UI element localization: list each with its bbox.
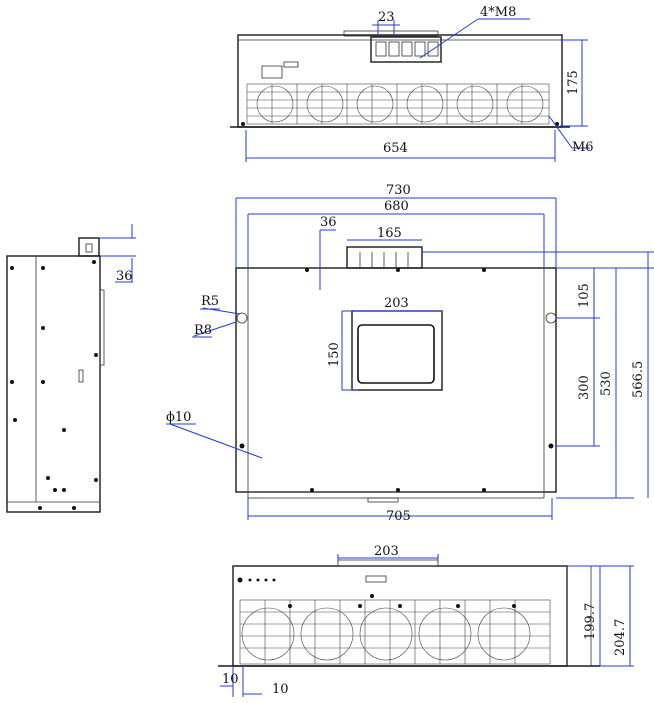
dim-side-flange: 36 <box>116 269 133 284</box>
bottom-view: 203 199.7 204.7 10 10 <box>218 544 634 697</box>
dim-base-width: 705 <box>386 509 411 524</box>
display-screen <box>351 310 443 391</box>
dim-height-a: 199.7 <box>583 603 598 640</box>
dim-screen-height: 150 <box>327 342 342 367</box>
dim-height-overall: 566.5 <box>631 361 646 398</box>
dim-top-width: 654 <box>383 141 408 156</box>
dim-terminal-width: 23 <box>378 10 395 25</box>
dim-height-inner: 530 <box>599 371 614 396</box>
front-view: 730 680 36 165 203 150 R5 R8 ϕ10 <box>166 183 654 524</box>
dim-handle-width: 165 <box>377 226 402 241</box>
dim-inner-width: 680 <box>384 199 409 214</box>
dim-screen-width: 203 <box>384 296 409 311</box>
dim-bottom-screen-width: 203 <box>374 544 399 559</box>
dim-upper-hole: 105 <box>577 283 592 308</box>
top-handle <box>346 246 423 269</box>
dim-bolt: 4*M8 <box>480 5 516 20</box>
top-view: 23 4*M8 175 654 M6 <box>230 5 594 162</box>
dim-height-b: 204.7 <box>613 619 628 656</box>
dim-left-offset: 10 <box>222 672 239 687</box>
top-fan-grille <box>246 83 550 125</box>
dim-top-offset: 36 <box>320 215 337 230</box>
dim-radius-large: R8 <box>194 323 212 338</box>
dim-top-height: 175 <box>566 70 581 95</box>
dim-hole-spacing: 300 <box>577 375 592 400</box>
terminal-block <box>370 36 442 63</box>
side-view: 36 <box>6 224 136 513</box>
dim-overall-width: 730 <box>386 183 411 198</box>
dim-radius-small: R5 <box>201 294 219 309</box>
dim-foot-offset: 10 <box>272 682 289 697</box>
bottom-fan-grille <box>239 599 551 665</box>
dim-foot-bolt: M6 <box>572 140 594 155</box>
dim-hole-diameter: ϕ10 <box>166 410 191 425</box>
